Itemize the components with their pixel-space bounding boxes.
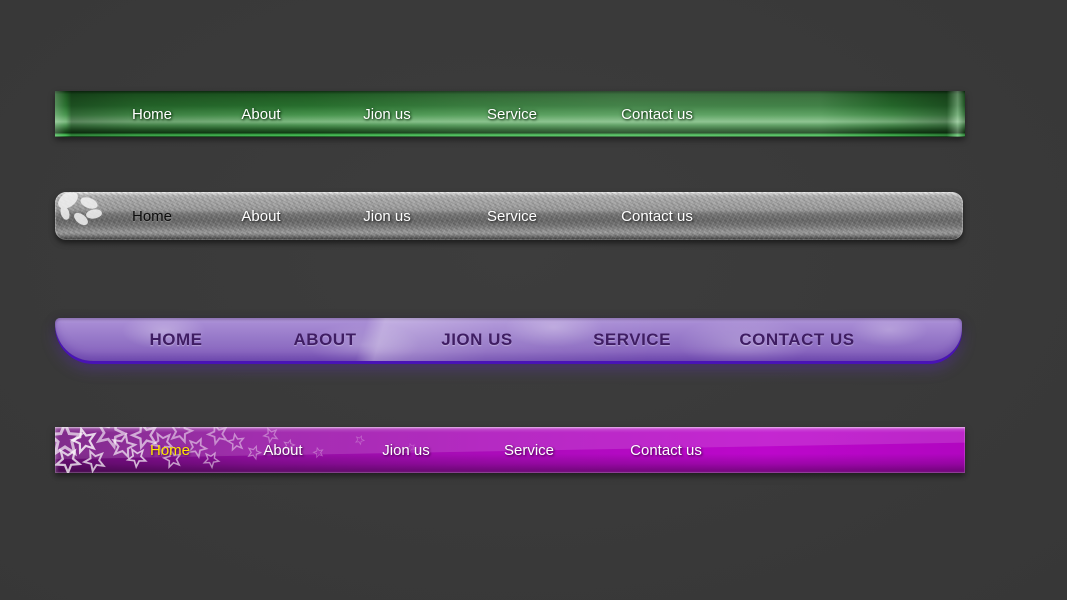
navbar-green: Home About Jion us Service Contact us <box>55 91 965 137</box>
nav-green-jionus[interactable]: Jion us <box>363 105 411 123</box>
nav-purple-home[interactable]: HOME <box>149 329 203 349</box>
nav-magenta-jionus[interactable]: Jion us <box>382 441 430 459</box>
nav-silver-home[interactable]: Home <box>131 207 173 225</box>
nav-green-contactus[interactable]: Contact us <box>621 105 693 123</box>
nav-magenta-about[interactable]: About <box>263 441 303 459</box>
nav-silver-about[interactable]: About <box>241 207 281 225</box>
nav-silver-jionus[interactable]: Jion us <box>363 207 411 225</box>
nav-magenta-home[interactable]: Home <box>149 441 191 459</box>
paw-print-icon <box>58 193 102 226</box>
nav-green-about[interactable]: About <box>241 105 281 123</box>
nav-purple-about[interactable]: ABOUT <box>293 329 357 349</box>
nav-purple-contactus[interactable]: CONTACT US <box>739 329 855 349</box>
navbar-silver: Home About Jion us Service Contact us <box>55 192 963 240</box>
nav-green-home[interactable]: Home <box>131 105 173 123</box>
nav-silver-service[interactable]: Service <box>486 207 538 225</box>
nav-green-service[interactable]: Service <box>486 105 538 123</box>
nav-magenta-service[interactable]: Service <box>503 441 555 459</box>
navbar-magenta: Home About Jion us Service Contact us <box>55 427 965 473</box>
nav-silver-contactus[interactable]: Contact us <box>621 207 693 225</box>
nav-purple-service[interactable]: SERVICE <box>593 329 671 349</box>
nav-purple-jionus[interactable]: JION US <box>441 329 513 349</box>
nav-magenta-contactus[interactable]: Contact us <box>630 441 702 459</box>
navbar-purple: HOME ABOUT JION US SERVICE CONTACT US <box>55 318 962 361</box>
